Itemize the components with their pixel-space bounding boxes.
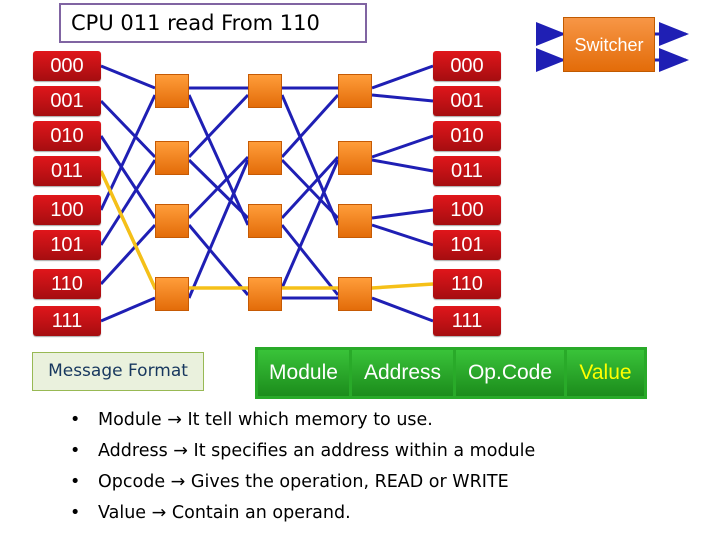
description-list: •Module → It tell which memory to use. •… (70, 405, 535, 529)
switch-node (338, 141, 372, 175)
term-description: Gives the operation, READ or WRITE (190, 472, 509, 492)
wire (280, 155, 340, 220)
wire (371, 158, 434, 173)
field-address: Address (352, 350, 453, 396)
switch-node (155, 277, 189, 311)
arrow-icon: → (167, 410, 182, 430)
wire (371, 134, 434, 159)
switch-node (248, 204, 282, 238)
switch-node (338, 277, 372, 311)
wire (99, 223, 157, 286)
wire (280, 224, 340, 296)
term-description: Contain an operand. (171, 503, 351, 523)
wire (371, 93, 434, 103)
switch-node (248, 277, 282, 311)
wire (371, 208, 434, 220)
wire (187, 224, 250, 296)
field-value: Value (567, 350, 644, 396)
wire (280, 94, 340, 226)
cpu-label-000: 000 (33, 51, 101, 81)
message-format-label: Message Format (32, 352, 204, 391)
list-item: •Value → Contain an operand. (70, 503, 351, 523)
cpu-label-100: 100 (33, 195, 101, 225)
wire (99, 159, 157, 246)
cpu-label-111: 111 (33, 306, 101, 336)
wire (99, 99, 157, 159)
term: Address (98, 441, 168, 461)
wire (371, 223, 434, 247)
term: Opcode (98, 472, 166, 492)
memory-label-110: 110 (433, 269, 501, 299)
wire (187, 159, 250, 299)
field-opcode: Op.Code (456, 350, 564, 396)
term: Module (98, 410, 162, 430)
wire (280, 93, 340, 159)
wire (100, 64, 156, 90)
wire (100, 296, 156, 323)
term-description: It tell which memory to use. (187, 410, 433, 430)
diagram-title: CPU 011 read From 110 (59, 3, 367, 43)
term: Value (98, 503, 147, 523)
wire (187, 155, 250, 220)
wire (99, 94, 157, 211)
wire (99, 135, 157, 219)
list-item: •Opcode → Gives the operation, READ or W… (70, 472, 509, 492)
memory-label-100: 100 (433, 195, 501, 225)
memory-label-011: 011 (433, 156, 501, 186)
wire (371, 296, 434, 323)
switch-node (248, 74, 282, 108)
cpu-label-011: 011 (33, 156, 101, 186)
switch-node (248, 141, 282, 175)
field-module: Module (258, 350, 349, 396)
cpu-label-010: 010 (33, 121, 101, 151)
cpu-label-101: 101 (33, 230, 101, 260)
switch-node (155, 74, 189, 108)
wire (280, 159, 340, 289)
switch-node (155, 141, 189, 175)
memory-label-000: 000 (433, 51, 501, 81)
arrow-icon: → (173, 441, 188, 461)
wire (187, 93, 250, 159)
message-format-bar: Module Address Op.Code Value (255, 347, 647, 399)
wire (371, 64, 434, 90)
switch-node (338, 204, 372, 238)
term-description: It specifies an address within a module (193, 441, 536, 461)
memory-label-111: 111 (433, 306, 501, 336)
switch-node (155, 204, 189, 238)
switcher-legend: Switcher (563, 17, 655, 72)
arrow-icon: → (170, 472, 186, 492)
memory-label-001: 001 (433, 86, 501, 116)
memory-label-101: 101 (433, 230, 501, 260)
wire (187, 94, 250, 226)
memory-label-010: 010 (433, 121, 501, 151)
arrow-icon: → (151, 503, 167, 523)
cpu-label-001: 001 (33, 86, 101, 116)
cpu-label-110: 110 (33, 269, 101, 299)
list-item: •Address → It specifies an address withi… (70, 441, 536, 461)
switch-node (338, 74, 372, 108)
list-item: •Module → It tell which memory to use. (70, 410, 433, 430)
